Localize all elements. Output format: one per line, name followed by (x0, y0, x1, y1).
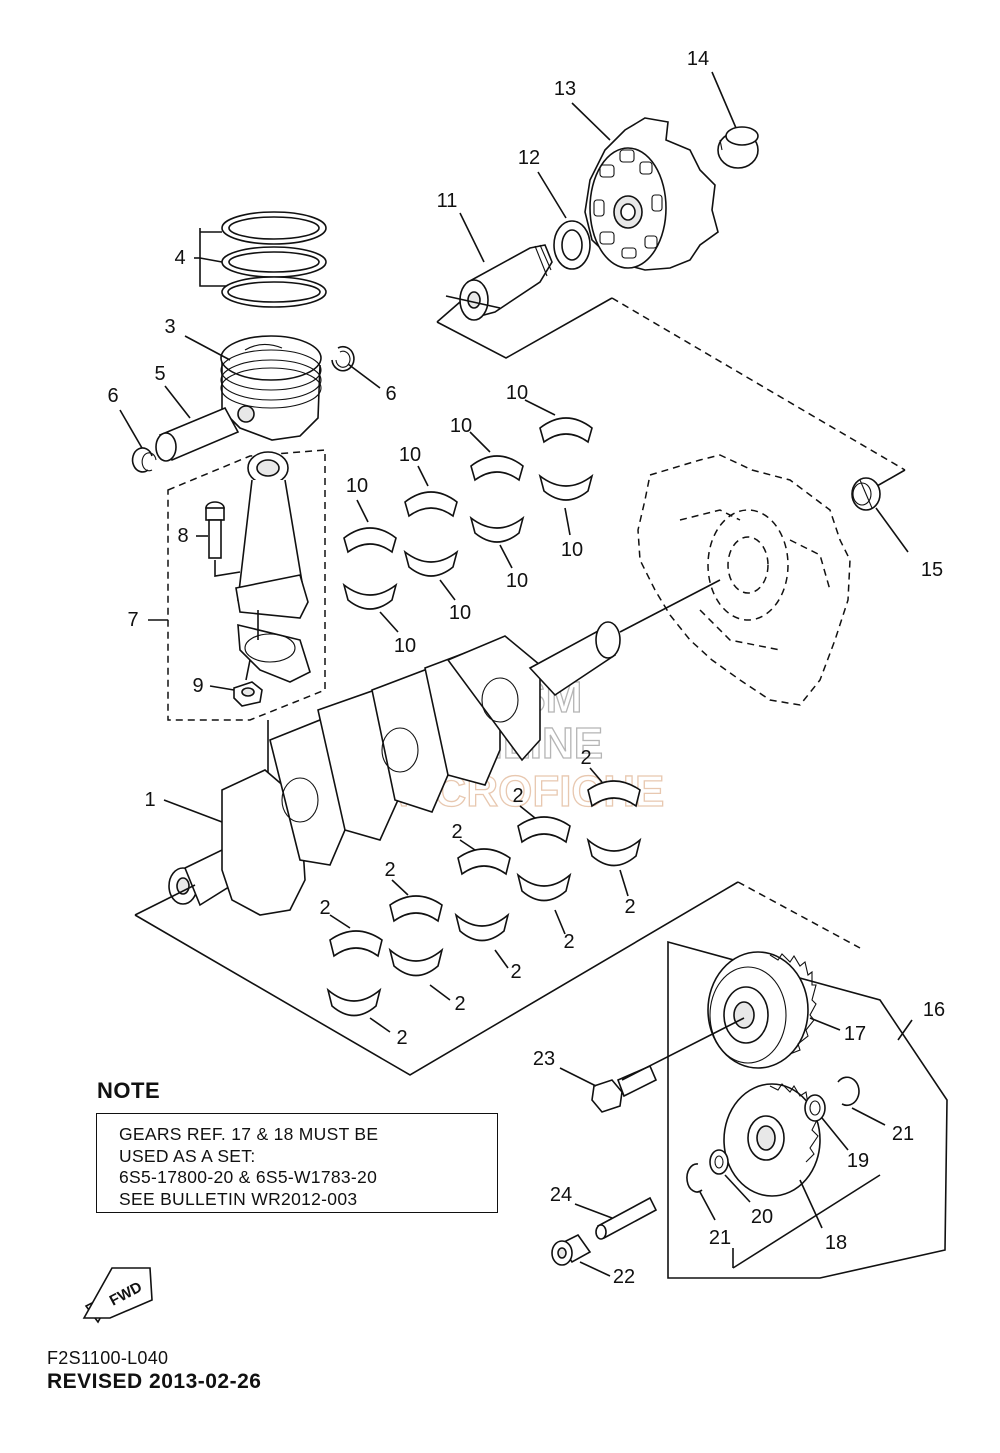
callout-2: 2 (454, 993, 465, 1015)
piston-part-3[interactable] (220, 335, 322, 441)
ring-part-19[interactable] (804, 1094, 826, 1122)
shaft-part-11[interactable] (459, 244, 553, 321)
callout-18: 18 (825, 1232, 847, 1254)
pin-part-24[interactable] (595, 1196, 658, 1240)
collar-part-22[interactable] (551, 1233, 592, 1266)
callout-10: 10 (450, 415, 472, 437)
callout-7: 7 (127, 609, 138, 631)
callout-10: 10 (399, 444, 421, 466)
callout-20: 20 (751, 1206, 773, 1228)
callout-6: 6 (107, 385, 118, 407)
grommet-part-15[interactable] (851, 477, 881, 511)
circlip-part-6-left[interactable] (131, 447, 157, 473)
diagram-code: F2S1100-L040 (47, 1348, 169, 1368)
callout-2: 2 (319, 897, 330, 919)
callout-10: 10 (506, 570, 528, 592)
callout-14: 14 (687, 48, 709, 70)
gear-part-18[interactable] (723, 1083, 821, 1197)
callout-8: 8 (177, 525, 188, 547)
crankshaft-part-1[interactable] (168, 621, 621, 916)
plug-part-14[interactable] (717, 126, 759, 169)
callout-10: 10 (561, 539, 583, 561)
callout-10: 10 (506, 382, 528, 404)
nut-part-9[interactable] (233, 681, 263, 707)
callout-16: 16 (923, 999, 945, 1021)
revision-date: REVISED 2013-02-26 (47, 1370, 262, 1393)
fwd-arrow-icon: FWD (82, 1267, 153, 1324)
gear-set-frame (667, 940, 948, 1279)
connecting-rod[interactable] (235, 451, 311, 683)
conrod-bearings-part-10[interactable] (342, 417, 594, 610)
callout-2: 2 (384, 859, 395, 881)
callout-2: 2 (563, 931, 574, 953)
piston-pin-part-5[interactable] (155, 406, 240, 462)
callout-19: 19 (847, 1150, 869, 1172)
callout-23: 23 (533, 1048, 555, 1070)
callout-15: 15 (921, 559, 943, 581)
piston-rings-part-4[interactable] (221, 211, 327, 308)
callout-2: 2 (451, 821, 462, 843)
callout-2: 2 (510, 961, 521, 983)
callout-24: 24 (550, 1184, 572, 1206)
con-rod-assembly-box (167, 449, 326, 721)
callout-labels: 1 2 2 2 2 2 2 2 2 2 2 3 4 5 6 6 7 8 9 10… (107, 48, 945, 1288)
note-line: USED AS A SET: (119, 1145, 256, 1166)
callout-2: 2 (512, 785, 523, 807)
note-line: 6S5-17800-20 & 6S5-W1783-20 (119, 1167, 378, 1187)
callout-10: 10 (394, 635, 416, 657)
note-heading: NOTE (97, 1078, 161, 1103)
callout-2: 2 (580, 747, 591, 769)
callout-21: 21 (892, 1123, 914, 1145)
callout-12: 12 (518, 147, 540, 169)
crankcase-phantom (637, 454, 851, 706)
bolt-part-23[interactable] (591, 1064, 658, 1113)
circlip-part-21-upper[interactable] (837, 1076, 860, 1107)
callout-5: 5 (154, 363, 165, 385)
callout-22: 22 (613, 1266, 635, 1288)
callout-2: 2 (624, 896, 635, 918)
circlip-part-6-right[interactable] (331, 345, 355, 372)
coupling-part-13[interactable] (584, 117, 719, 271)
callout-11: 11 (437, 190, 458, 212)
main-bearings-part-2[interactable] (326, 780, 642, 1017)
callout-13: 13 (554, 78, 576, 100)
washer-part-20[interactable] (709, 1149, 729, 1175)
note-line: GEARS REF. 17 & 18 MUST BE (119, 1124, 379, 1144)
callout-2: 2 (396, 1027, 407, 1049)
callout-3: 3 (164, 316, 175, 338)
callout-10: 10 (449, 602, 471, 624)
callout-6: 6 (385, 383, 396, 405)
callout-10: 10 (346, 475, 368, 497)
note-box: GEARS REF. 17 & 18 MUST BE USED AS A SET… (96, 1113, 498, 1213)
callout-17: 17 (844, 1023, 866, 1045)
callout-1: 1 (144, 789, 155, 811)
gear-part-17[interactable] (707, 951, 817, 1069)
seal-part-12[interactable] (553, 220, 591, 270)
circlip-part-21-lower[interactable] (686, 1163, 703, 1193)
callout-21: 21 (709, 1227, 731, 1249)
callout-9: 9 (192, 675, 203, 697)
note-line: SEE BULLETIN WR2012-003 (119, 1188, 358, 1209)
callout-4: 4 (174, 247, 185, 269)
bolt-part-8[interactable] (205, 501, 225, 559)
